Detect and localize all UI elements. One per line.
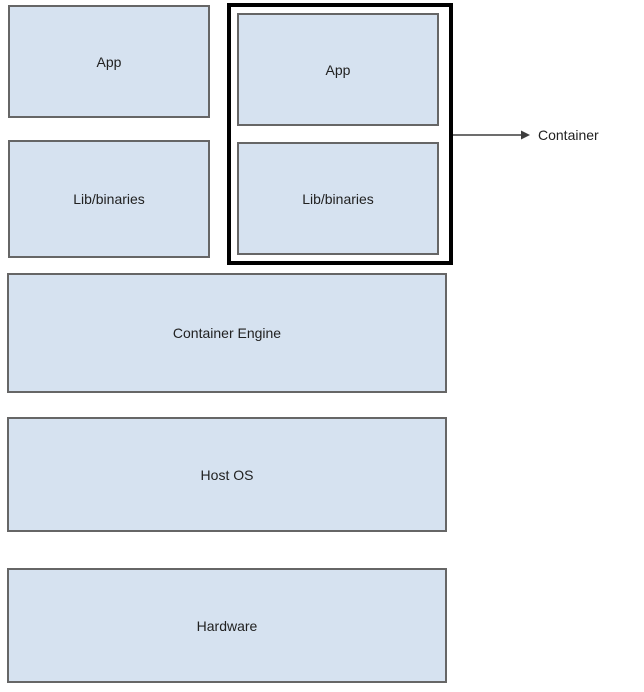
box-host-os: Host OS <box>7 417 447 532</box>
box-host-lib-label: Lib/binaries <box>73 191 145 207</box>
box-container-app: App <box>237 13 439 126</box>
box-container-lib-label: Lib/binaries <box>302 190 374 207</box>
box-hardware: Hardware <box>7 568 447 683</box>
box-container-app-label: App <box>325 61 351 78</box>
container-annotation-label: Container <box>538 127 599 143</box>
container-group-outline: App Lib/binaries <box>227 3 453 265</box>
box-host-lib: Lib/binaries <box>8 140 210 258</box>
box-host-app-label: App <box>96 53 122 70</box>
box-host-os-label: Host OS <box>200 466 254 483</box>
arrow-head <box>521 130 530 140</box>
box-container-engine-label: Container Engine <box>172 325 282 341</box>
box-hardware-label: Hardware <box>196 617 258 634</box>
container-arrow-icon <box>453 130 530 140</box>
box-container-engine: Container Engine <box>7 273 447 393</box>
box-host-app: App <box>8 5 210 118</box>
box-container-lib: Lib/binaries <box>237 142 439 255</box>
